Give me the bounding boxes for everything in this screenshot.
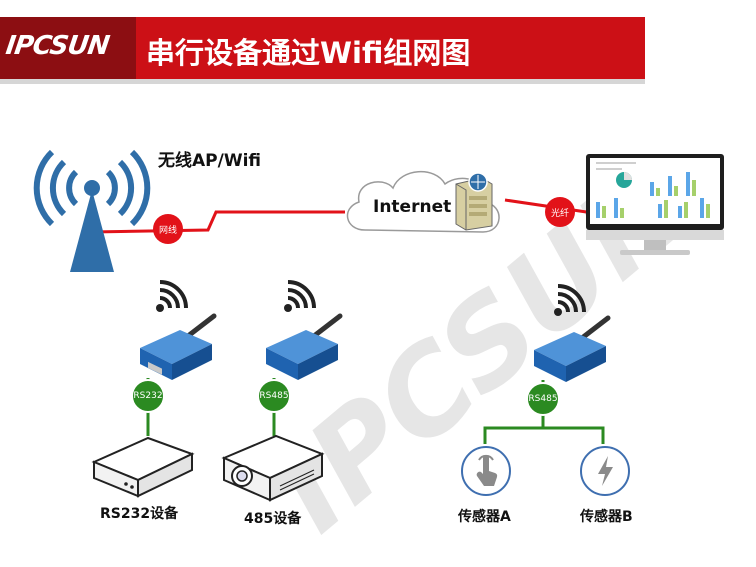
rs485-device-label: 485设备 <box>244 511 302 527</box>
wan-tag: 网线 <box>153 214 183 244</box>
wan-link <box>91 210 345 234</box>
box-device-icon <box>91 436 195 498</box>
serial-wifi-module-icon <box>140 313 217 380</box>
sensor-a-label: 传感器A <box>458 509 511 525</box>
wifi-signal-icon <box>554 284 586 316</box>
monitor-dashboard-icon <box>586 154 724 255</box>
server-icon <box>455 172 493 231</box>
wifi-signal-icon <box>284 280 316 312</box>
rs485-tag-right: RS485 <box>526 382 560 416</box>
page-title: 串行设备通过Wifi组网图 <box>146 36 471 70</box>
ap-label: 无线AP/Wifi <box>158 151 262 171</box>
serial-wifi-module-icon <box>266 313 343 380</box>
rs232-tag: RS232 <box>131 379 165 413</box>
header-banner: IPCSUN 串行设备通过Wifi组网图 <box>0 17 645 79</box>
rs232-device-label: RS232设备 <box>100 506 179 522</box>
touch-sensor-icon <box>461 446 511 496</box>
serial-wifi-module-icon <box>534 315 611 382</box>
banner-shadow <box>0 79 645 84</box>
fiber-tag: 光纤 <box>545 197 575 227</box>
wifi-signal-icon <box>156 280 188 312</box>
wireless-ap-tower-icon <box>33 149 151 272</box>
projector-icon <box>221 434 325 502</box>
internet-label: Internet <box>373 197 452 217</box>
lightning-sensor-icon <box>580 446 630 496</box>
rs485-tag-left: RS485 <box>257 379 291 413</box>
title-panel <box>136 17 645 79</box>
logo-panel <box>0 17 136 79</box>
sensor-b-label: 传感器B <box>580 509 633 525</box>
rs485-bus <box>483 426 605 444</box>
